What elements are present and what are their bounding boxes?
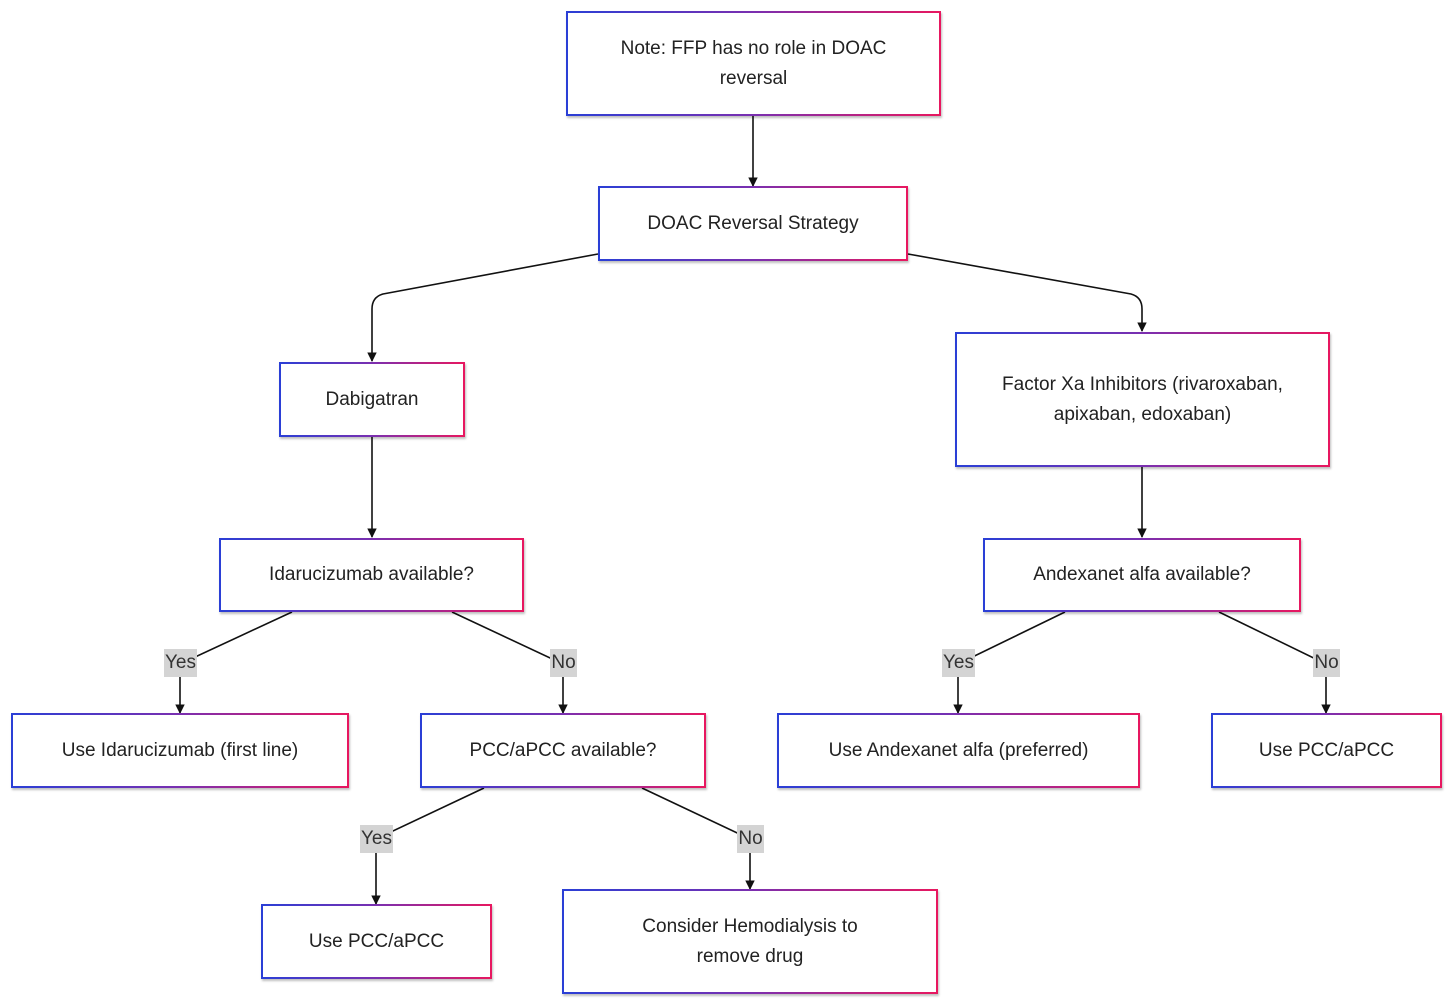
use-pcc-dabigatran-node: Use PCC/aPCC [261,904,492,979]
hemodialysis-node: Consider Hemodialysis to remove drug [562,889,938,994]
dabigatran-node: Dabigatran [279,362,465,437]
doac-reversal-strategy-node: DOAC Reversal Strategy [598,186,908,261]
idarucizumab-available-decision: Idarucizumab available? [219,538,524,612]
andexanet-available-decision: Andexanet alfa available? [983,538,1301,612]
edge-pcc-no [641,787,755,890]
edge-label-idarucizumab-no: No [550,649,577,677]
edge-idarucizumab-no [451,611,568,714]
edge-strategy-to-factor-xa [907,253,1147,332]
use-pcc-xa-node: Use PCC/aPCC [1211,713,1442,788]
note-node: Note: FFP has no role in DOAC reversal [566,11,941,116]
edge-label-andexanet-no: No [1313,649,1340,677]
edge-label-andexanet-yes: Yes [942,649,975,677]
edge-label-idarucizumab-yes: Yes [164,649,197,677]
edge-strategy-to-dabigatran [367,253,599,362]
use-idarucizumab-node: Use Idarucizumab (first line) [11,713,349,788]
edge-andexanet-no [1218,611,1331,714]
use-andexanet-node: Use Andexanet alfa (preferred) [777,713,1140,788]
edge-label-pcc-no: No [737,825,764,853]
factor-xa-inhibitors-node: Factor Xa Inhibitors (rivaroxaban, apixa… [955,332,1330,467]
edge-label-pcc-yes: Yes [360,825,393,853]
pcc-available-decision: PCC/aPCC available? [420,713,706,788]
